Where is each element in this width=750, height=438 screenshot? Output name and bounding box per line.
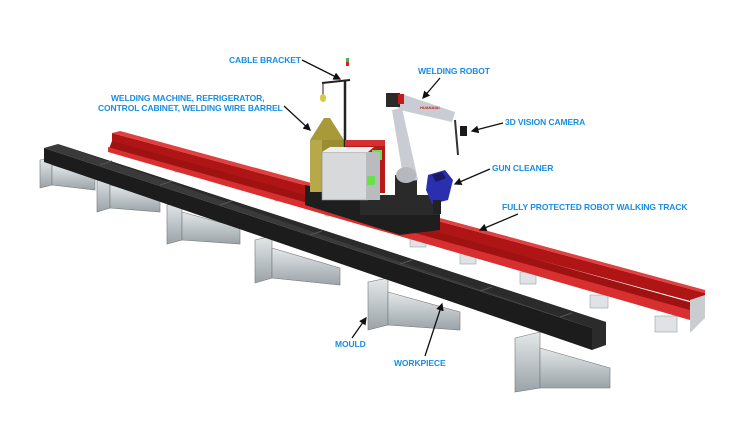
control-cabinet xyxy=(321,147,380,201)
svg-text:WORKPIECE: WORKPIECE xyxy=(394,358,446,368)
svg-text:WELDING ROBOT: WELDING ROBOT xyxy=(418,66,491,76)
label-cable-bracket: CABLE BRACKET xyxy=(229,55,342,80)
label-workpiece: WORKPIECE xyxy=(394,302,446,368)
label-welding-machine: WELDING MACHINE, REFRIGERATOR, CONTROL C… xyxy=(98,93,311,131)
svg-text:CABLE BRACKET: CABLE BRACKET xyxy=(229,55,302,65)
mould-supports xyxy=(39,157,611,393)
label-vision-camera: 3D VISION CAMERA xyxy=(470,117,585,134)
svg-text:MOULD: MOULD xyxy=(335,339,366,349)
label-welding-robot: WELDING ROBOT xyxy=(418,66,491,99)
svg-text:GUN CLEANER: GUN CLEANER xyxy=(492,163,553,173)
svg-text:CONTROL CABINET, WELDING WIRE: CONTROL CABINET, WELDING WIRE BARREL xyxy=(98,103,283,113)
svg-text:FULLY PROTECTED ROBOT WALKING: FULLY PROTECTED ROBOT WALKING TRACK xyxy=(502,202,688,212)
gun-cleaner xyxy=(426,170,453,214)
svg-text:HUANAIAI: HUANAIAI xyxy=(420,105,440,110)
svg-text:3D VISION CAMERA: 3D VISION CAMERA xyxy=(505,117,585,127)
welding-robot: HUANAIAI xyxy=(386,93,459,195)
label-gun-cleaner: GUN CLEANER xyxy=(453,163,553,186)
vision-camera xyxy=(460,126,467,136)
label-walking-track: FULLY PROTECTED ROBOT WALKING TRACK xyxy=(478,202,688,232)
workpiece-beam xyxy=(44,144,606,350)
label-mould: MOULD xyxy=(335,316,367,349)
svg-text:WELDING MACHINE, REFRIGERATOR,: WELDING MACHINE, REFRIGERATOR, xyxy=(111,93,264,103)
